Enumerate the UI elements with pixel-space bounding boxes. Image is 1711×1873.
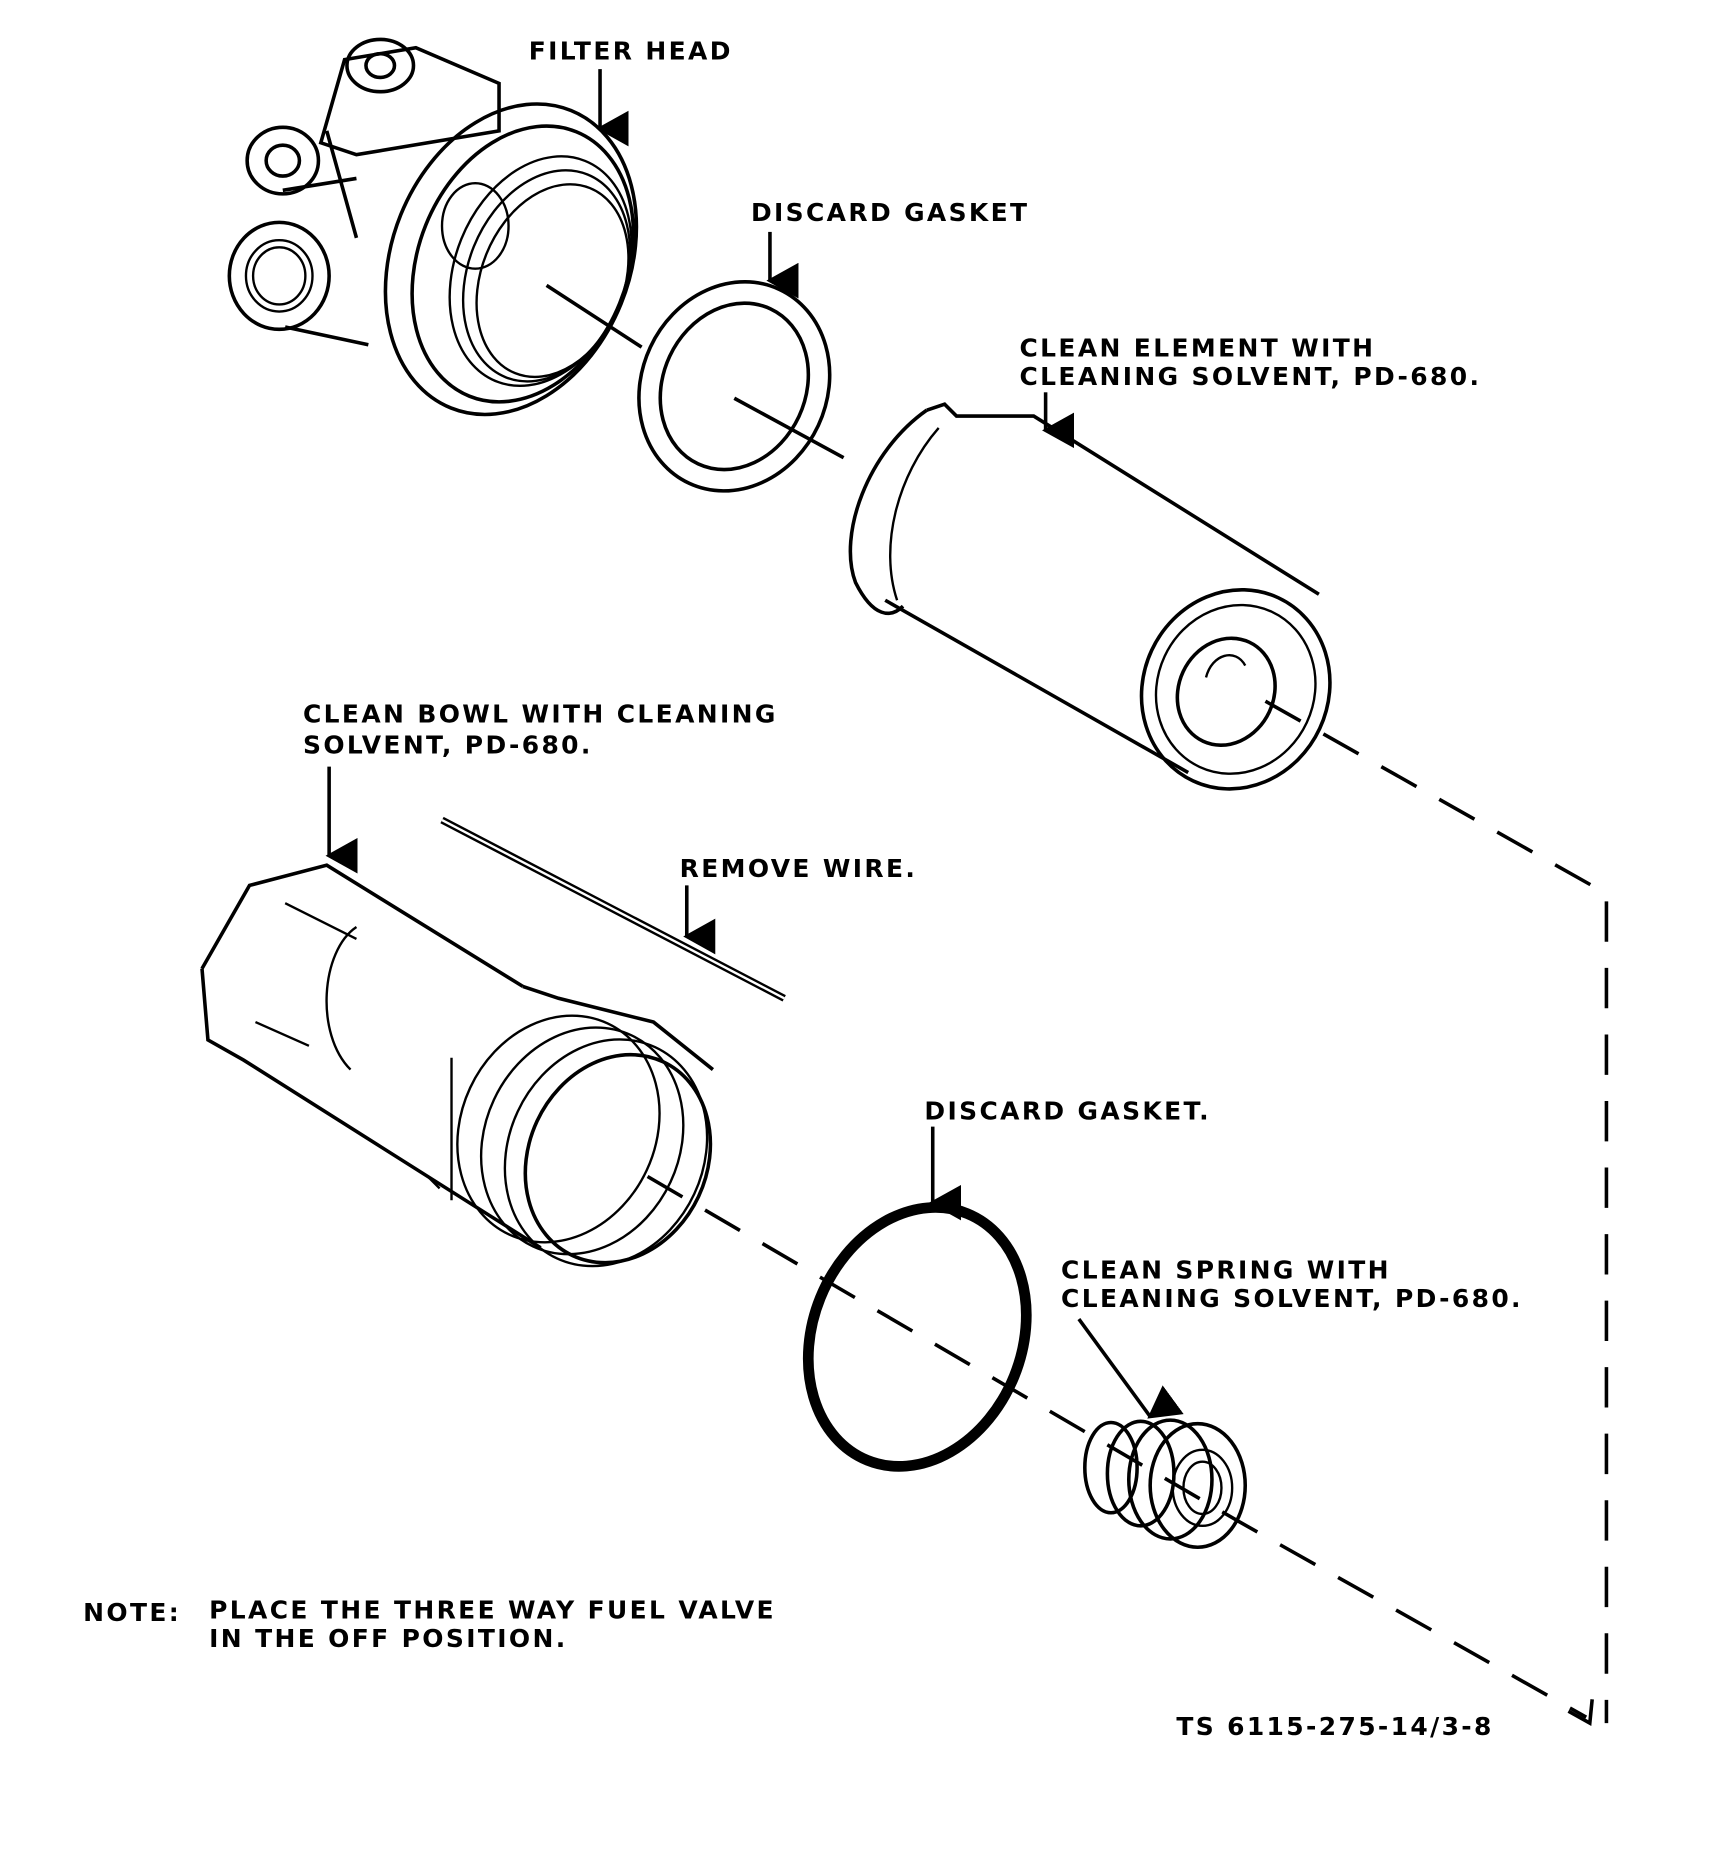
- label-clean-spring-line1: CLEAN SPRING WITH: [1061, 1256, 1391, 1285]
- label-filter-head: FILTER HEAD: [529, 37, 733, 66]
- label-remove-wire: REMOVE WIRE.: [680, 854, 918, 883]
- label-discard-gasket-bottom: DISCARD GASKET.: [924, 1096, 1211, 1125]
- note-line2: IN THE OFF POSITION.: [209, 1624, 567, 1653]
- label-clean-spring-line2: CLEANING SOLVENT, PD-680.: [1061, 1284, 1523, 1313]
- note-prefix: NOTE:: [83, 1598, 181, 1627]
- wire-part: [440, 816, 786, 1002]
- figure-id: TS 6115-275-14/3-8: [1176, 1712, 1493, 1741]
- label-clean-bowl-line1: CLEAN BOWL WITH CLEANING: [303, 700, 778, 729]
- gasket-top-part: [637, 280, 845, 493]
- filter-element-part: [848, 402, 1332, 791]
- filter-bowl-part: [200, 863, 715, 1268]
- spring-part: [1083, 1418, 1248, 1550]
- gasket-bottom-part: [802, 1202, 1032, 1472]
- leader-arrows: [325, 69, 1184, 1419]
- note-line1: PLACE THE THREE WAY FUEL VALVE: [209, 1596, 776, 1625]
- label-clean-bowl-line2: SOLVENT, PD-680.: [303, 731, 593, 760]
- filter-head-part: [227, 37, 643, 417]
- label-discard-gasket-top: DISCARD GASKET: [751, 198, 1030, 227]
- label-clean-element-line1: CLEAN ELEMENT WITH: [1019, 334, 1375, 363]
- label-clean-element-line2: CLEANING SOLVENT, PD-680.: [1019, 362, 1481, 391]
